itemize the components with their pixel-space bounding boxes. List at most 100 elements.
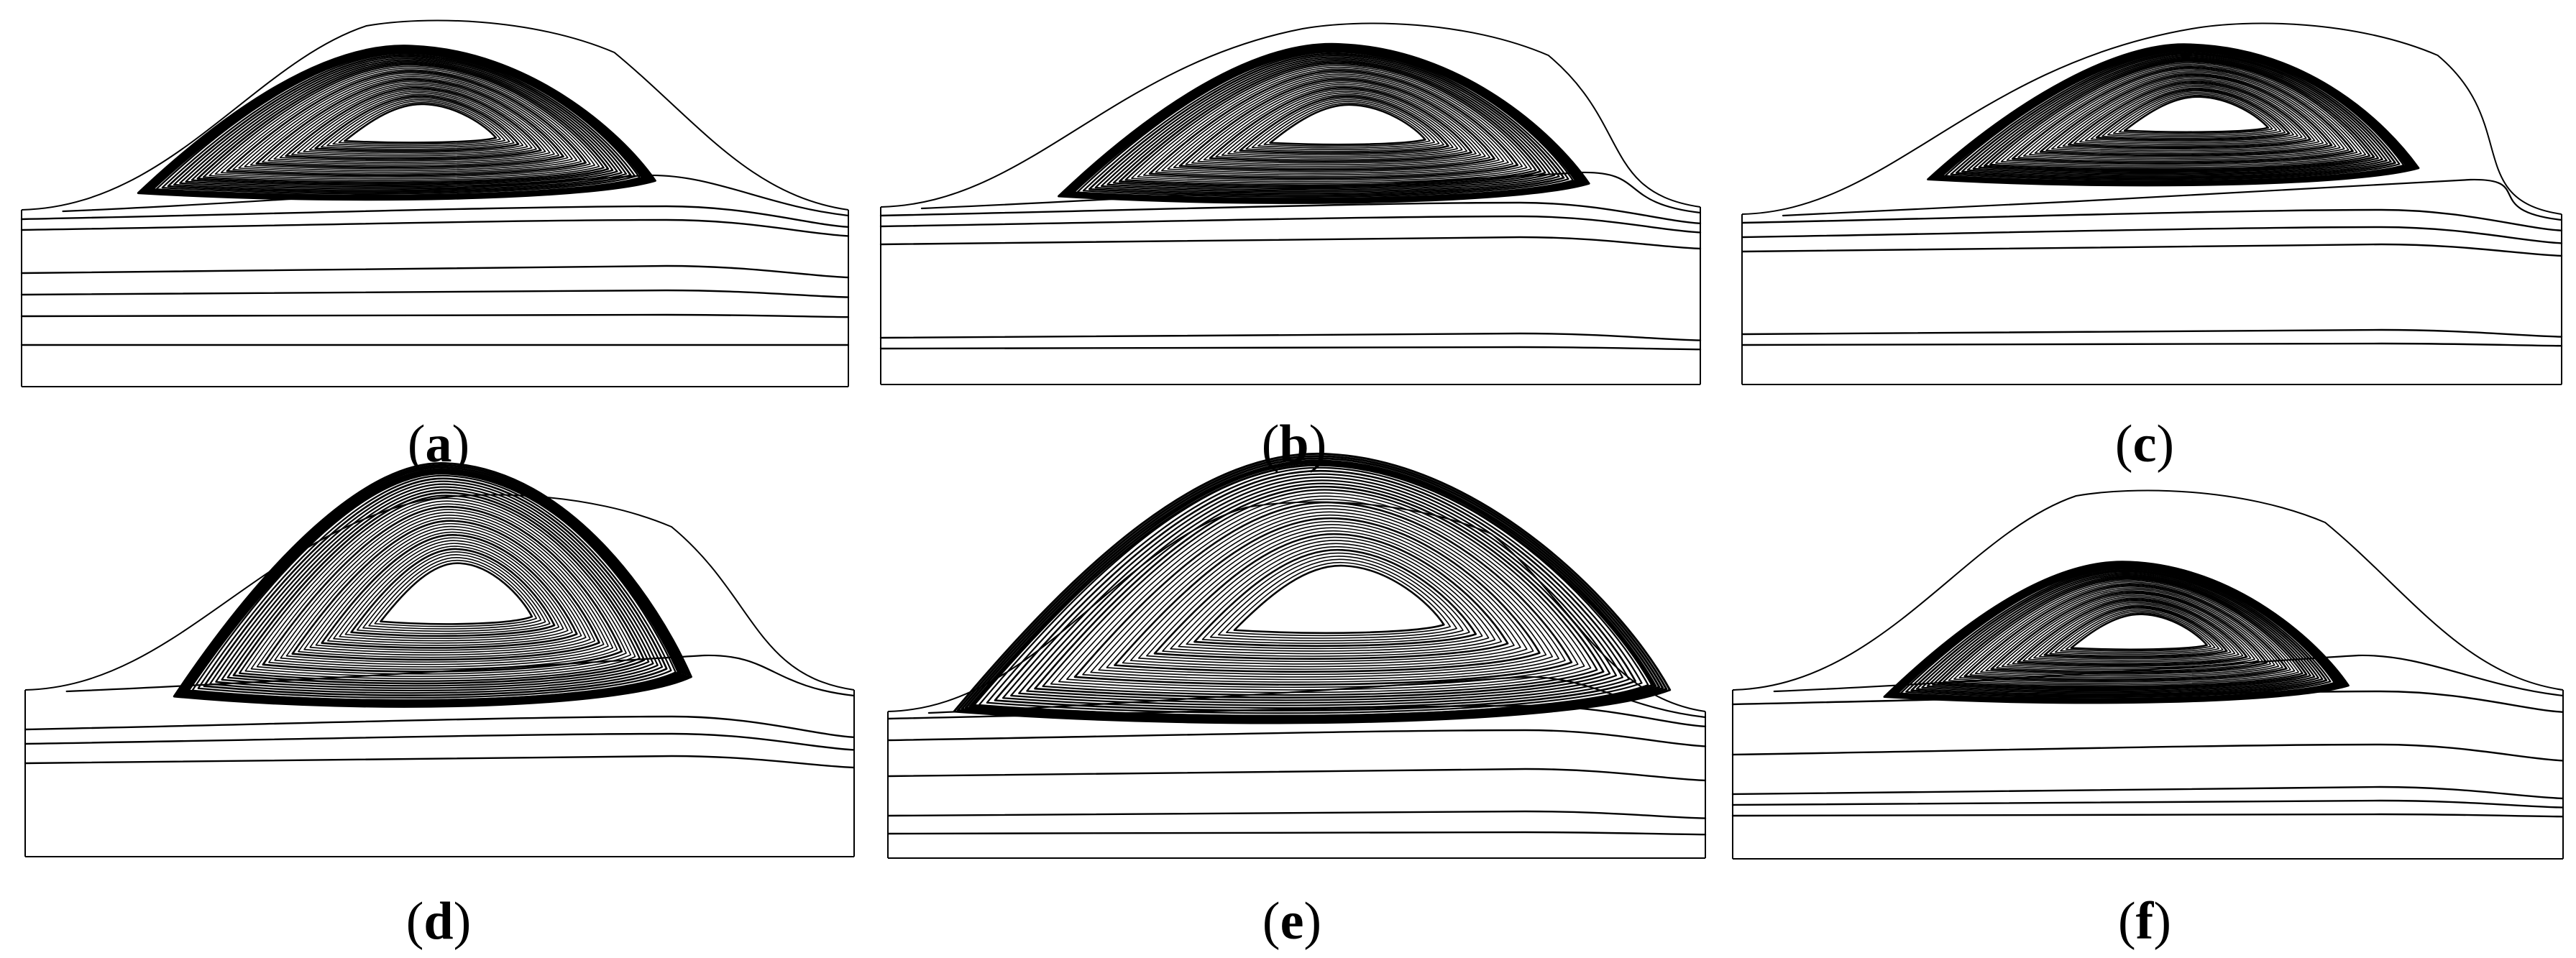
- panel-b-vortex-streamline: [1112, 60, 1546, 190]
- panel-a-vortex-streamline: [314, 95, 520, 152]
- panel-b-vortex-streamline: [1173, 77, 1500, 172]
- panel-c-vortex-streamline: [2034, 73, 2337, 157]
- panel-a-vortex-streamline: [273, 83, 551, 163]
- panel-a-vortex-streamline: [267, 82, 555, 165]
- panel-d-vortex-streamline: [339, 543, 564, 642]
- panel-d-vortex-streamline: [350, 548, 556, 637]
- panel-b-vortex-streamline: [1269, 103, 1426, 146]
- panel-a-vortex-streamline: [214, 68, 596, 180]
- panel-d: [24, 462, 856, 857]
- panel-d-vortex-streamline: [368, 557, 542, 630]
- panel-d-vortex-streamline: [268, 509, 618, 670]
- panel-a-flow-streamline: [20, 289, 850, 298]
- panel-d-flow-streamline: [24, 732, 856, 751]
- panel-a-vortex-streamline: [191, 60, 614, 187]
- panel-a-vortex-streamline: [161, 52, 636, 195]
- panel-d-vortex-streamline: [362, 554, 546, 632]
- panel-f-vortex-streamline: [1910, 569, 2328, 697]
- panel-d-vortex-streamline: [333, 540, 569, 644]
- panel-e-vortex-streamline: [1162, 536, 1503, 657]
- panel-a-vortex-streamline: [344, 103, 498, 144]
- panel-a-vortex-streamline: [320, 97, 515, 150]
- panel-d-vortex-streamline: [244, 497, 636, 680]
- panel-f-vortex-streamline: [1980, 589, 2275, 676]
- panel-f-vortex-streamline: [2054, 609, 2220, 655]
- panel-a-flow-streamline: [20, 218, 850, 237]
- panel-b: [879, 22, 1702, 385]
- panel-e-vortex-edge-streamline: [956, 455, 1668, 723]
- panel-a: [20, 19, 850, 387]
- panel-f-vortex-streamline: [2007, 596, 2255, 669]
- panel-f-vortex-streamline: [1953, 581, 2296, 684]
- panel-c-vortex-streamline: [2107, 91, 2282, 137]
- panel-e-vortex-streamline: [1001, 473, 1630, 709]
- panel-e-vortex-edge-streamline: [964, 459, 1661, 720]
- panel-c-vortex-streamline: [1983, 59, 2375, 172]
- panel-d-vortex-streamline: [298, 522, 596, 658]
- panel-e-vortex-streamline: [1178, 543, 1490, 652]
- panel-b-flow-streamline: [879, 201, 1702, 224]
- panel-d-flow-streamline: [24, 755, 856, 769]
- panel-d-vortex-streamline: [356, 551, 551, 635]
- panel-a-vortex-streamline: [220, 69, 591, 178]
- panel-d-vortex-streamline: [380, 562, 533, 625]
- panel-d-vortex-streamline: [303, 525, 591, 656]
- panel-b-vortex-streamline: [1148, 70, 1519, 180]
- panel-e-vortex-streamline: [1146, 530, 1515, 663]
- panel-e-vortex-streamline: [1186, 546, 1483, 650]
- panel-d-vortex-streamline: [309, 528, 587, 653]
- panel-e-vortex-streamline: [1042, 489, 1598, 696]
- panel-e-vortex-streamline: [1050, 492, 1592, 694]
- panel-c-flow-streamline: [1741, 226, 2563, 244]
- panel-c-vortex-streamline: [1966, 55, 2388, 176]
- panel-a-vortex-streamline: [338, 101, 501, 145]
- panel-f-vortex-streamline: [1974, 587, 2280, 678]
- panel-d-vortex-streamline: [291, 520, 600, 661]
- panel-e-flow-streamline: [886, 768, 1707, 782]
- panel-a-vortex-streamline: [167, 54, 632, 193]
- panel-a-flow-streamline: [20, 264, 850, 279]
- panel-e-vortex-streamline: [1082, 505, 1566, 683]
- panel-f-vortex-streamline: [2012, 597, 2252, 668]
- panel-c-vortex-streamline: [1972, 56, 2383, 175]
- panel-e-vortex-streamline: [1233, 564, 1445, 635]
- panel-e-vortex-streamline: [1226, 562, 1452, 637]
- panel-f-vortex-streamline: [2017, 599, 2248, 666]
- panel-f-vortex-streamline: [2038, 604, 2232, 660]
- panel-b-vortex-streamline: [1263, 102, 1431, 147]
- panel-b-vortex-streamline: [1221, 91, 1463, 159]
- panel-e-vortex-streamline: [1098, 511, 1554, 678]
- panel-d-vortex-streamline: [203, 477, 668, 696]
- panel-b-vortex-streamline: [1160, 73, 1509, 176]
- panel-e-vortex-streamline: [1034, 485, 1605, 699]
- panel-d-vortex-streamline: [315, 531, 582, 651]
- panel-b-vortex-streamline: [1233, 93, 1454, 155]
- panel-f-vortex-streamline: [1963, 584, 2288, 681]
- panel-d-vortex-streamline: [280, 515, 609, 665]
- panel-d-vortex-streamline: [221, 486, 654, 689]
- panel-b-vortex-streamline: [1203, 86, 1477, 164]
- panel-c-vortex-streamline: [2050, 77, 2324, 153]
- panel-label-a: (a): [408, 415, 469, 474]
- panel-c-vortex-streamline: [2000, 63, 2362, 167]
- panel-a-vortex-streamline: [238, 74, 578, 173]
- panel-e-vortex-edge-streamline: [961, 457, 1664, 722]
- panel-d-vortex-streamline: [262, 505, 623, 673]
- panel-d-vortex-streamline: [226, 489, 650, 687]
- panel-a-vortex-streamline: [262, 80, 560, 167]
- panel-c-vortex-streamline: [2045, 75, 2329, 155]
- panel-c-flow-streamline: [1741, 342, 2563, 347]
- panel-b-vortex-streamline: [1185, 80, 1491, 169]
- panel-e-wall-curve: [887, 501, 1706, 712]
- panel-d-vortex-streamline: [321, 534, 578, 649]
- panel-b-vortex-streamline: [1155, 72, 1514, 178]
- panel-label-e: (e): [1262, 892, 1321, 951]
- panel-a-vortex-streamline: [185, 59, 618, 188]
- panel-e-vortex-streamline: [1201, 552, 1470, 644]
- panel-b-vortex-streamline: [1082, 51, 1569, 198]
- panel-f-vortex-streamline: [1937, 576, 2308, 689]
- panel-d-vortex-edge-streamline: [184, 470, 682, 703]
- panel-a-vortex-streamline: [279, 86, 546, 162]
- panel-f-vortex-streamline: [1942, 578, 2304, 688]
- panel-e-vortex-streamline: [1217, 558, 1457, 639]
